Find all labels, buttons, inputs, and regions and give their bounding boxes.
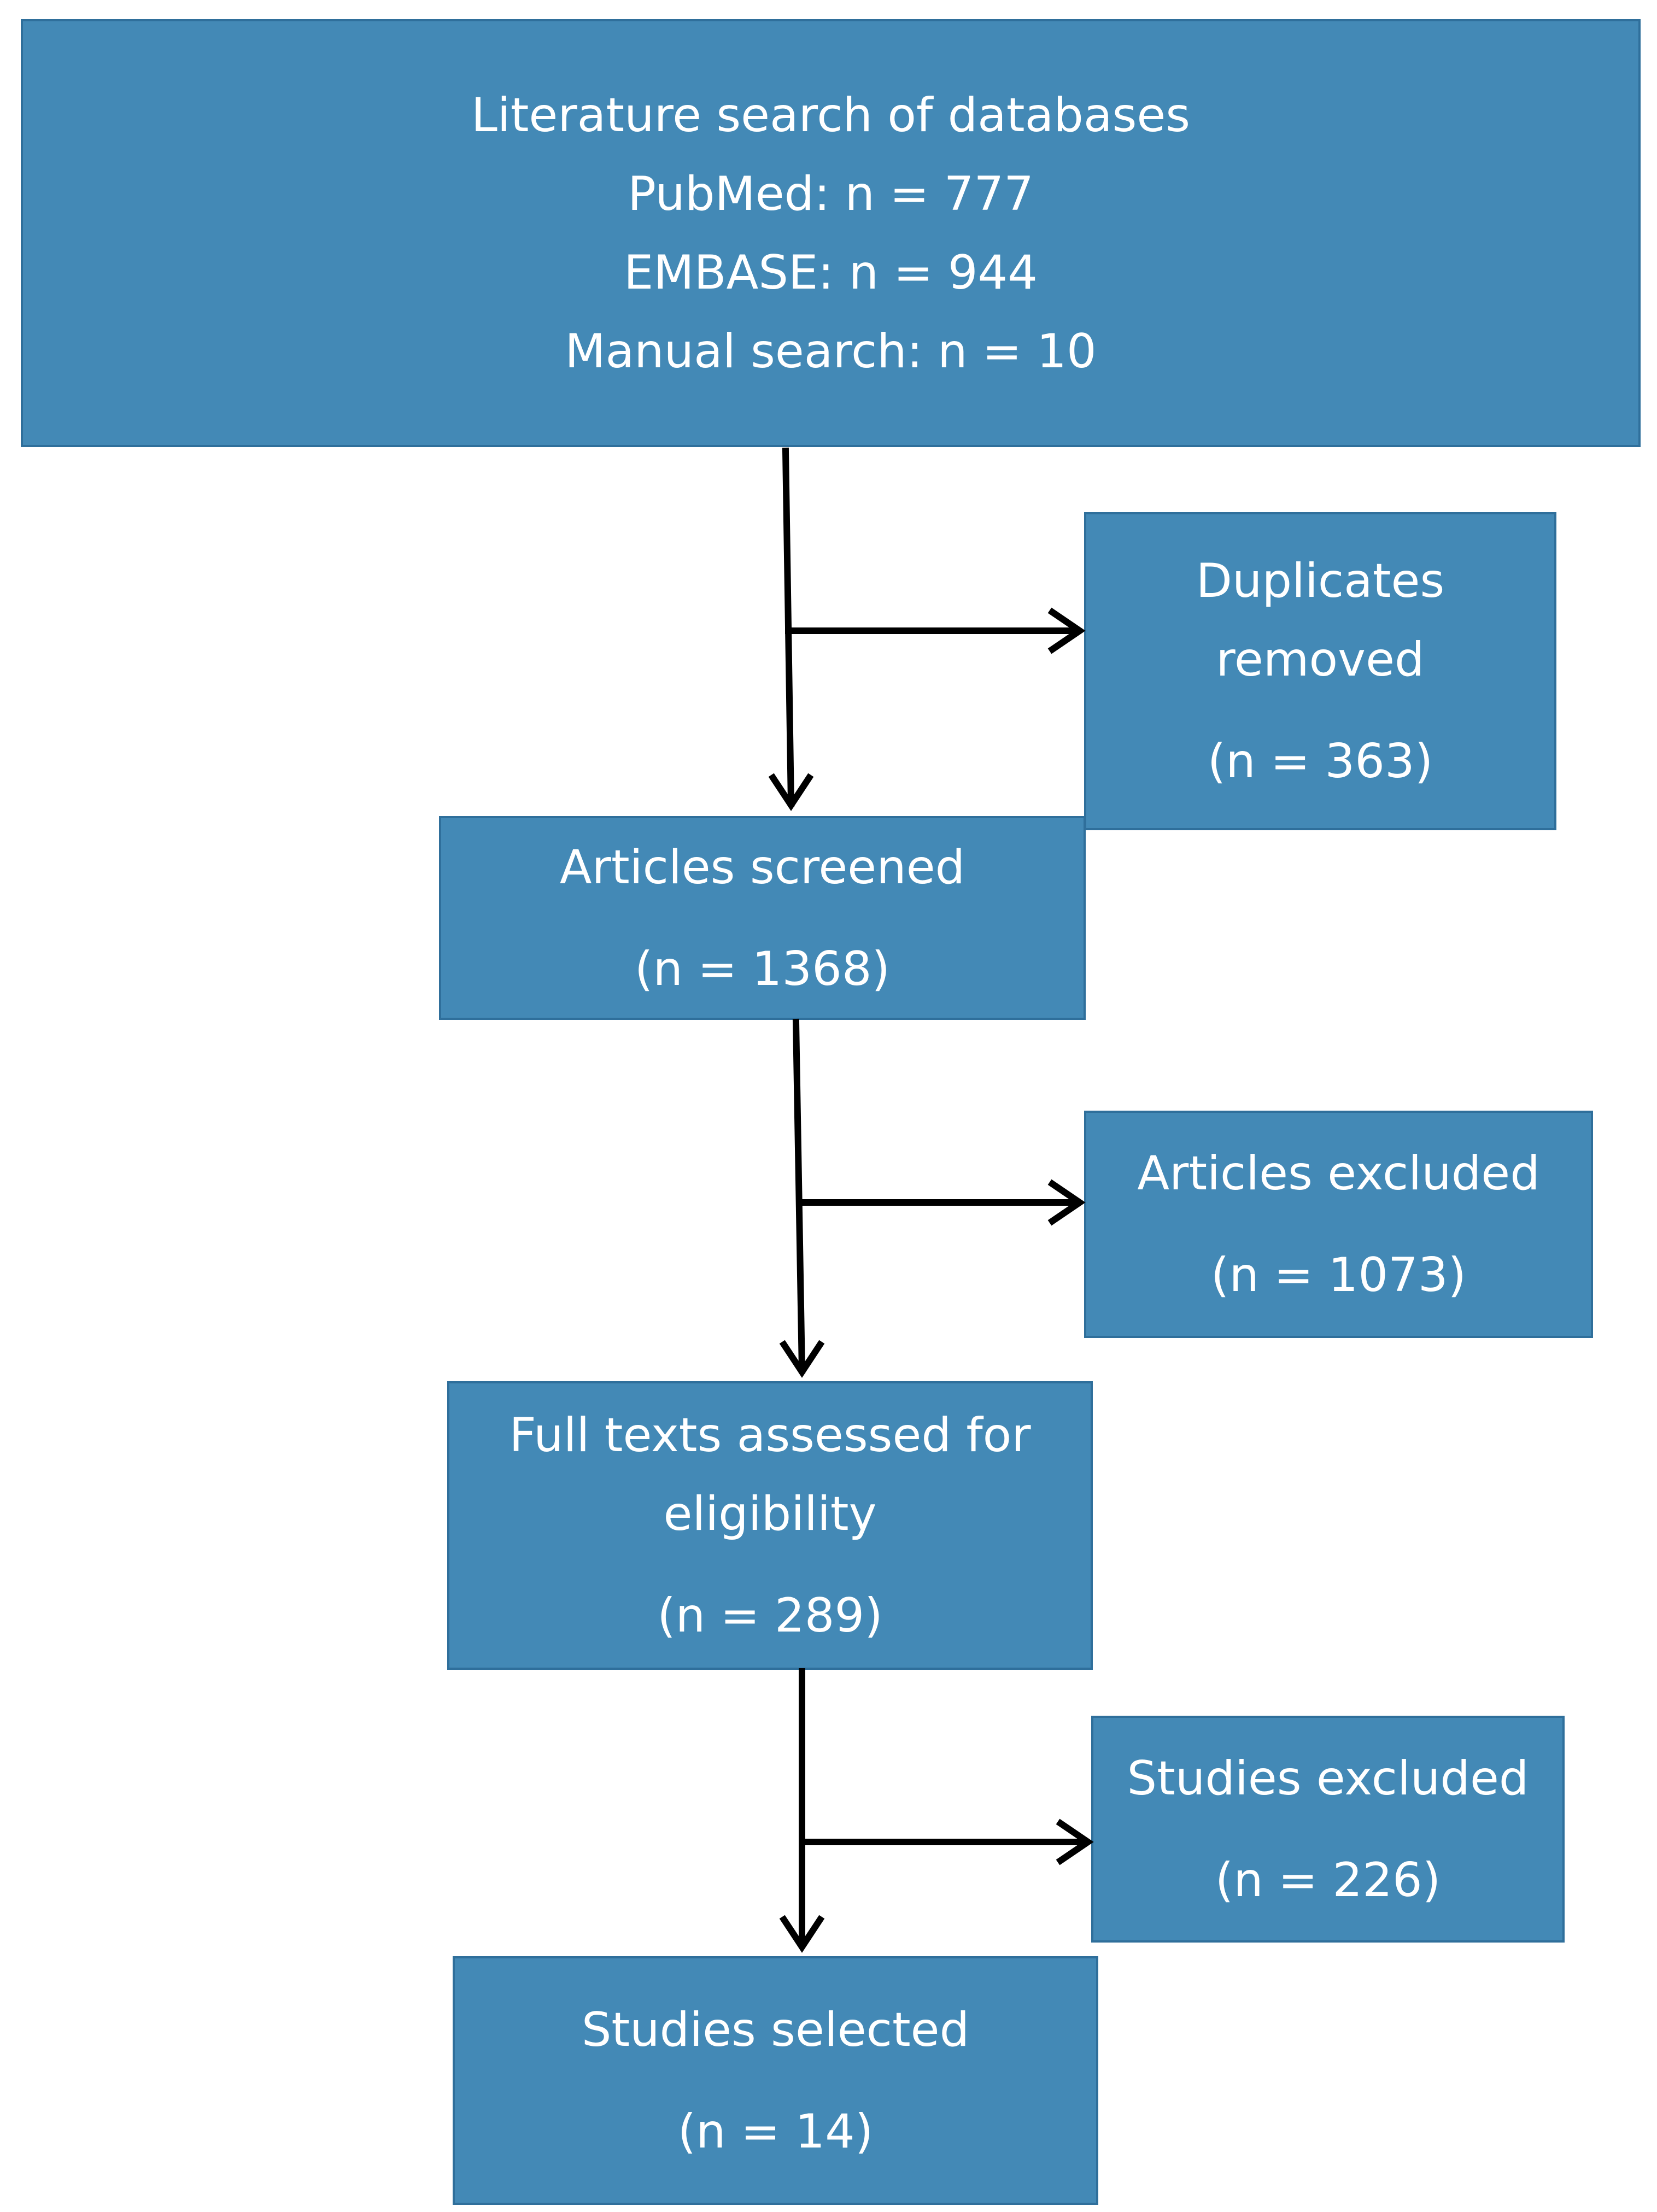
literature-search-box: Literature search of databases PubMed: n… [21, 19, 1641, 447]
studies-selected-count: (n = 14) [677, 2104, 874, 2159]
duplicates-count: (n = 363) [1207, 734, 1433, 789]
fulltexts-count: (n = 289) [657, 1588, 883, 1643]
studies-excluded-label: Studies excluded [1127, 1751, 1529, 1806]
fulltexts-label-line2: eligibility [663, 1487, 877, 1541]
embase-count: EMBASE: n = 944 [624, 245, 1038, 300]
search-title: Literature search of databases [471, 87, 1191, 143]
studies-selected-box: Studies selected (n = 14) [453, 1956, 1098, 2205]
duplicates-label-line2: removed [1216, 632, 1425, 687]
articles-excluded-count: (n = 1073) [1210, 1248, 1467, 1302]
articles-screened-box: Articles screened (n = 1368) [439, 816, 1086, 1020]
arrowhead-selected [779, 1915, 825, 1953]
arrow-screened-to-fulltexts [792, 1018, 806, 1374]
studies-selected-label: Studies selected [581, 2002, 970, 2057]
articles-excluded-box: Articles excluded (n = 1073) [1084, 1111, 1593, 1338]
arrowhead-screened [768, 773, 814, 811]
pubmed-count: PubMed: n = 777 [628, 166, 1034, 221]
arrowhead-studies-excluded [1056, 1818, 1094, 1865]
screened-count: (n = 1368) [634, 941, 891, 996]
arrow-search-to-screened [782, 447, 795, 807]
arrowhead-fulltexts [779, 1340, 825, 1378]
duplicates-label-line1: Duplicates [1196, 554, 1445, 608]
arrowhead-duplicates [1047, 607, 1086, 654]
duplicates-removed-box: Duplicates removed (n = 363) [1084, 512, 1556, 830]
studies-excluded-box: Studies excluded (n = 226) [1091, 1716, 1565, 1943]
full-texts-assessed-box: Full texts assessed for eligibility (n =… [447, 1381, 1093, 1670]
screened-label: Articles screened [559, 840, 965, 895]
articles-excluded-label: Articles excluded [1137, 1146, 1540, 1201]
fulltexts-label-line1: Full texts assessed for [509, 1408, 1031, 1463]
arrowhead-articles-excluded [1047, 1179, 1086, 1226]
manual-search-count: Manual search: n = 10 [565, 324, 1097, 379]
studies-excluded-count: (n = 226) [1215, 1852, 1441, 1908]
